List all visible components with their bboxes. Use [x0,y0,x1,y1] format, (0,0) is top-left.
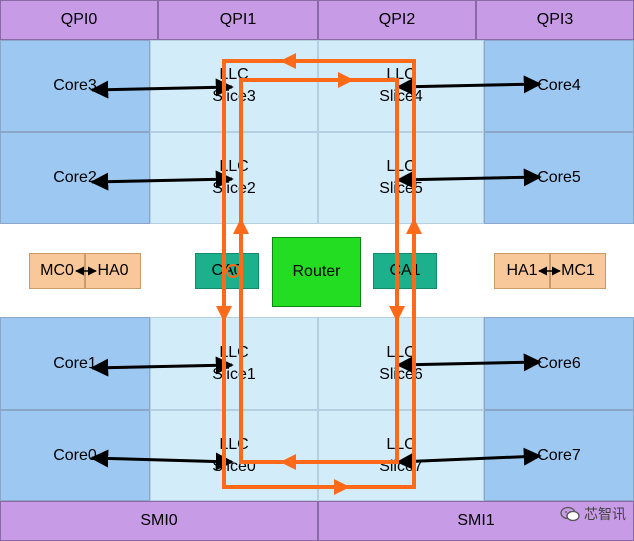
core4-label: Core4 [537,77,581,94]
core2-label: Core2 [53,169,97,186]
router-block: Router [272,237,361,307]
outer-ring-loop [222,59,416,489]
qpi0-label: QPI0 [60,11,98,28]
watermark: 芯智讯 [560,504,626,524]
core6-slice6-arrow [396,353,542,374]
ha1-block: HA1 [494,253,550,289]
qpi2-block: QPI2 [318,0,476,40]
qpi2-label: QPI2 [378,11,416,28]
qpi1-block: QPI1 [158,0,318,40]
smi0-label: SMI0 [140,512,178,529]
core7-slice7-arrow [396,447,542,471]
ha1-label: HA1 [506,262,538,279]
smi1-block: SMI1 [318,501,634,541]
smi1-label: SMI1 [457,512,495,529]
ha0-label: HA0 [97,262,129,279]
mc1-label: MC1 [561,262,595,279]
wechat-icon [560,506,580,522]
core7-label: Core7 [537,446,581,464]
core5-label: Core5 [537,169,581,186]
mc0-label: MC0 [40,262,74,279]
core0-slice0-arrow [90,449,234,471]
core1-label: Core1 [53,354,97,372]
core6-label: Core6 [537,354,581,372]
core1-slice1-arrow [90,356,234,377]
qpi1-label: QPI1 [219,11,257,28]
smi0-block: SMI0 [0,501,318,541]
core2-slice2-arrow [90,170,234,191]
qpi0-block: QPI0 [0,0,158,40]
qpi3-block: QPI3 [476,0,634,40]
watermark-text: 芯智讯 [584,506,626,522]
core3-label: Core3 [53,77,97,94]
qpi3-label: QPI3 [536,11,574,28]
core4-slice4-arrow [396,75,542,96]
core5-slice5-arrow [396,168,542,189]
core0-label: Core0 [53,446,97,464]
inner-ring-loop [239,78,399,464]
router-label: Router [292,263,341,280]
core3-slice3-arrow [90,78,234,99]
ca0-ring-stop [226,264,240,278]
